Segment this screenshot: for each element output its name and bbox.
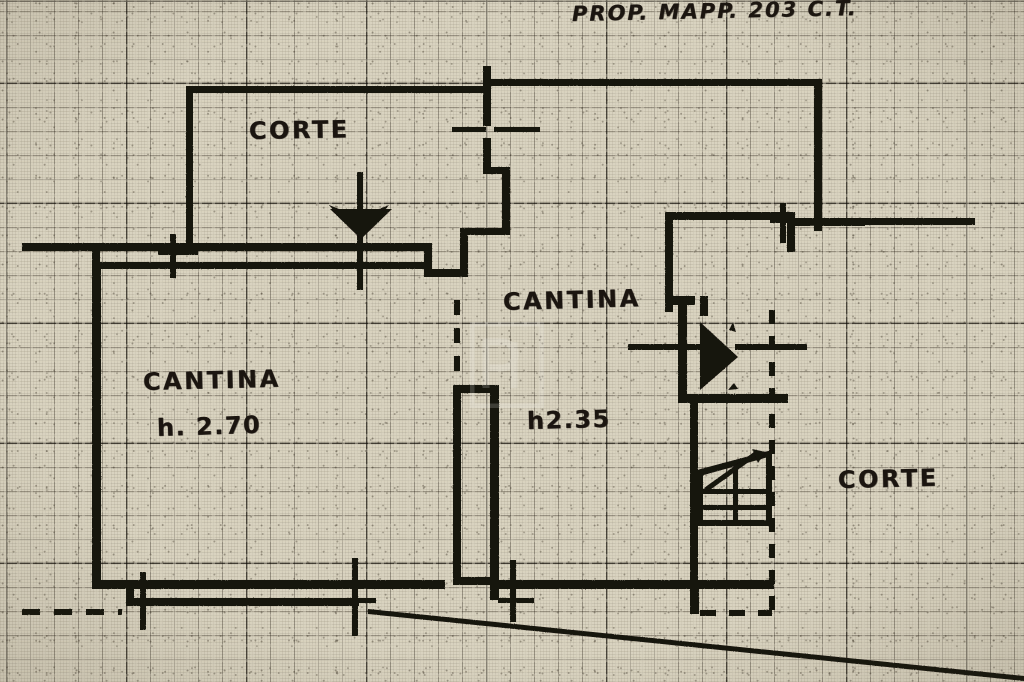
wall-corte-bottom-outer bbox=[92, 243, 432, 251]
partition-u-left bbox=[453, 385, 461, 585]
window-jamb-bottom-2-horiz bbox=[340, 598, 376, 603]
wall-spine-step-c bbox=[460, 228, 510, 235]
wall-bottom-center bbox=[499, 580, 699, 589]
wall-left-edge-stub bbox=[22, 243, 92, 251]
wall-top-right bbox=[491, 79, 821, 86]
wall-cantina-left-south bbox=[92, 580, 445, 589]
wall-right-jog-horiz bbox=[787, 218, 865, 226]
wall-right-pier-top bbox=[665, 296, 695, 305]
wall-right-cantina-west bbox=[665, 212, 673, 312]
wall-cantina-left-north bbox=[92, 262, 100, 282]
wall-spine-step-b bbox=[502, 167, 510, 235]
partition-u-bottom bbox=[453, 577, 499, 585]
opening-jamb-right-horiz bbox=[770, 218, 806, 223]
room-label-corte-right: CORTE bbox=[837, 463, 939, 494]
window-jamb-left-horiz bbox=[158, 250, 198, 255]
window-jamb-bottom-1-horiz bbox=[128, 598, 164, 603]
stair-box-left bbox=[697, 470, 703, 526]
opening-mark-spine-right bbox=[494, 127, 540, 132]
wall-right-jog-horiz2 bbox=[855, 218, 975, 225]
wall-right-cantina-east bbox=[690, 402, 698, 588]
door-leaf-tick-corte-right bbox=[379, 205, 389, 211]
stair-direction-arrow bbox=[704, 452, 757, 492]
wall-right-pier-bottom-cap bbox=[700, 296, 708, 316]
room-height-cantina-right: h2.35 bbox=[526, 404, 612, 435]
wall-right-cantina-south bbox=[690, 580, 774, 589]
wall-central-spine-mid bbox=[483, 138, 491, 174]
wall-spine-jog-top bbox=[483, 79, 499, 86]
wall-corte-bottom-cap bbox=[92, 262, 204, 269]
wall-central-spine-top bbox=[483, 66, 491, 126]
wall-spine-step-e bbox=[424, 269, 468, 277]
wall-corte-left bbox=[186, 86, 193, 246]
door-swing-triangle-corte bbox=[330, 209, 392, 239]
wall-right-jog-vert bbox=[787, 212, 795, 252]
partition-u-top bbox=[453, 385, 499, 393]
door-swing-triangle-right bbox=[700, 322, 738, 390]
wall-spine-step-d bbox=[460, 228, 468, 276]
wall-spine-step-a bbox=[483, 167, 509, 174]
door-leaf-tick-right-bottom bbox=[728, 383, 738, 390]
wall-cantina-left-south-inner bbox=[126, 598, 359, 606]
window-jamb-left-vert bbox=[170, 234, 176, 278]
room-label-corte-top: CORTE bbox=[248, 115, 350, 145]
wall-cantina-left-west bbox=[92, 262, 101, 588]
stair-stringer bbox=[733, 470, 738, 526]
window-jamb-bottom-3-horiz bbox=[498, 598, 534, 603]
window-jamb-bottom-3-vert bbox=[510, 560, 516, 622]
room-label-cantina-right: CANTINA bbox=[502, 284, 642, 316]
window-jamb-bottom-2-vert bbox=[352, 558, 358, 636]
room-height-cantina-left: h. 2.70 bbox=[156, 410, 262, 442]
door-leaf-tick-corte-left bbox=[329, 205, 339, 211]
partition-u-right bbox=[490, 385, 499, 600]
wall-bottom-right-step bbox=[690, 588, 699, 614]
wall-right-cantina-north bbox=[665, 212, 795, 220]
stair-arrowhead bbox=[752, 449, 766, 463]
door-leaf-tick-right-top bbox=[729, 322, 736, 332]
section-line-top bbox=[368, 609, 1024, 681]
wall-right-pier-bottom bbox=[678, 394, 788, 403]
wall-corte-bottom-inner-left bbox=[92, 243, 100, 269]
wall-corte-left-lower bbox=[186, 200, 193, 246]
wall-corte-bottom-inner bbox=[200, 262, 432, 269]
wall-corte-top bbox=[186, 86, 486, 93]
wall-right-upper-vert bbox=[814, 79, 822, 231]
wall-cantina-left-south-cap bbox=[126, 589, 134, 606]
room-label-cantina-left: CANTINA bbox=[142, 364, 282, 396]
door-line-right-in bbox=[628, 344, 706, 350]
opening-mark-spine-left bbox=[452, 127, 486, 132]
